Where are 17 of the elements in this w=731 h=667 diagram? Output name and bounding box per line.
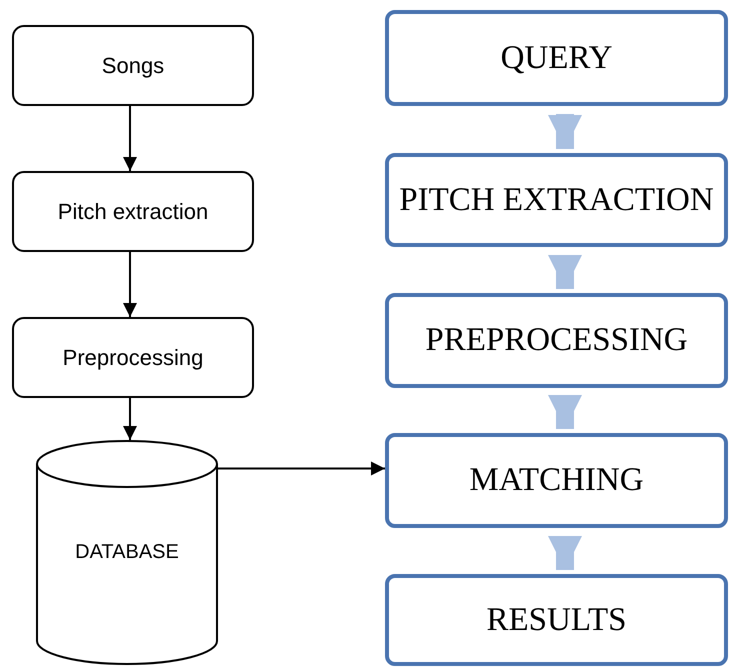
arrow [123,106,137,171]
process-box: MATCHING [385,433,728,528]
arrow [548,255,582,289]
arrow [123,398,137,440]
arrow [548,536,582,570]
process-box: Songs [12,25,254,106]
process-box: QUERY [385,10,728,106]
process-box: PITCH EXTRACTION [385,153,728,247]
arrow [548,395,582,429]
arrow [218,462,385,476]
process-box: RESULTS [385,574,728,666]
process-box: Preprocessing [12,317,254,398]
arrow [123,252,137,317]
node-label: DATABASE [75,541,179,564]
arrow [548,114,582,149]
process-box: PREPROCESSING [385,293,728,388]
process-box: Pitch extraction [12,171,254,252]
